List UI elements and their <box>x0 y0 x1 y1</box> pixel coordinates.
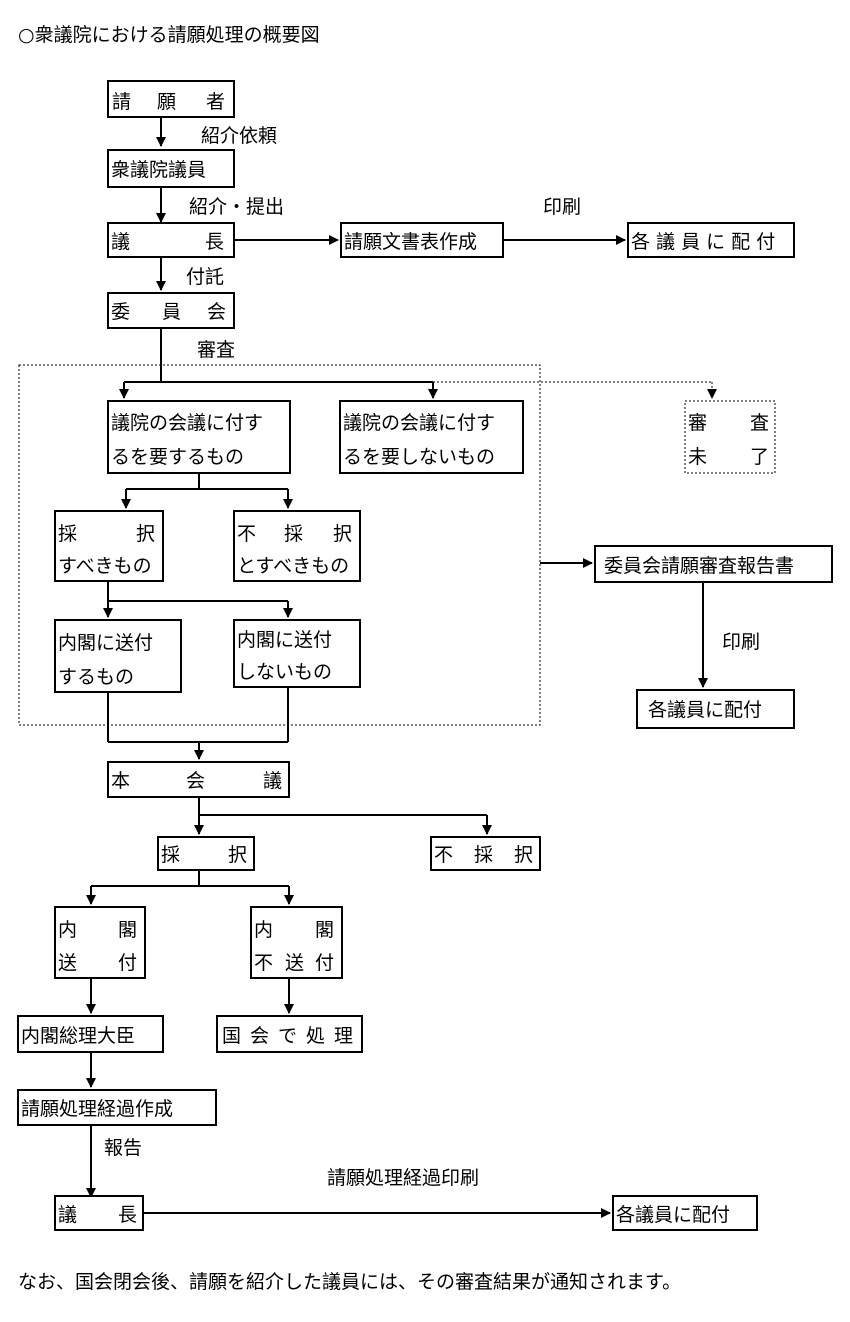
svg-text:長: 長 <box>118 1204 137 1226</box>
svg-text:議: 議 <box>111 231 130 253</box>
svg-text:するもの: するもの <box>58 666 134 688</box>
svg-text:すべきもの: すべきもの <box>58 555 152 577</box>
svg-text:委員会請願審査報告書: 委員会請願審査報告書 <box>604 555 794 577</box>
svg-text:不: 不 <box>254 952 273 974</box>
node-member: 衆議院議員 <box>107 149 235 188</box>
edge-label-report: 報告 <box>104 1137 142 1159</box>
edge-label-print-top: 印刷 <box>543 196 581 218</box>
svg-text:不: 不 <box>434 844 453 866</box>
svg-text:付: 付 <box>315 952 334 974</box>
svg-text:会: 会 <box>250 1025 269 1047</box>
node-cabinet-send: 内 閣 送 付 <box>54 906 146 979</box>
svg-text:審: 審 <box>688 412 707 434</box>
svg-text:内閣に送付: 内閣に送付 <box>237 629 332 651</box>
svg-text:しないもの: しないもの <box>237 661 332 683</box>
svg-text:るを要しないもの: るを要しないもの <box>343 446 495 468</box>
svg-text:請願処理経過作成: 請願処理経過作成 <box>21 1098 173 1120</box>
svg-text:とすべきもの: とすべきもの <box>237 555 349 577</box>
edge-label-refer: 付託 <box>186 266 224 288</box>
svg-text:議院の会議に付す: 議院の会議に付す <box>343 412 495 434</box>
svg-text:理: 理 <box>334 1025 353 1047</box>
svg-text:で: で <box>278 1025 297 1047</box>
svg-text:長: 長 <box>205 231 224 253</box>
node-not-requires-plenary: 議院の会議に付す るを要しないもの <box>339 400 524 474</box>
node-committee: 委 員 会 <box>107 292 235 329</box>
svg-text:議: 議 <box>58 1204 77 1226</box>
edge-label-print-report: 印刷 <box>722 631 760 653</box>
svg-text:内閣に送付: 内閣に送付 <box>58 632 153 654</box>
svg-text:会: 会 <box>207 301 226 323</box>
svg-text:閣: 閣 <box>315 919 334 941</box>
svg-text:衆議院議員: 衆議院議員 <box>111 159 206 181</box>
svg-text:各 議 員 に 配 付: 各 議 員 に 配 付 <box>631 231 775 253</box>
node-distribute-top: 各 議 員 に 配 付 <box>627 222 795 258</box>
node-rejected: 不 採 択 <box>430 836 541 871</box>
svg-text:議院の会議に付す: 議院の会議に付す <box>111 412 263 434</box>
node-progress-prepare: 請願処理経過作成 <box>17 1089 217 1126</box>
node-adopted: 採 択 <box>157 836 255 871</box>
svg-text:請願文書表作成: 請願文書表作成 <box>344 231 477 253</box>
svg-text:員: 員 <box>162 301 181 323</box>
node-adopt-should: 採 択 すべきもの <box>54 510 164 582</box>
svg-text:送: 送 <box>285 952 304 974</box>
svg-text:閣: 閣 <box>118 919 137 941</box>
svg-text:内閣総理大臣: 内閣総理大臣 <box>21 1025 135 1047</box>
svg-text:付: 付 <box>118 952 137 974</box>
svg-text:本: 本 <box>111 770 130 792</box>
node-committee-report: 委員会請願審査報告書 <box>594 545 833 583</box>
node-document-table: 請願文書表作成 <box>340 222 504 258</box>
svg-text:請: 請 <box>112 91 131 113</box>
svg-text:送: 送 <box>58 952 77 974</box>
node-plenary: 本 会 議 <box>107 761 290 798</box>
svg-text:各議員に配付: 各議員に配付 <box>648 699 762 721</box>
svg-text:採: 採 <box>474 844 493 866</box>
svg-text:了: 了 <box>750 446 769 468</box>
svg-text:択: 択 <box>514 844 533 866</box>
svg-text:議: 議 <box>263 770 282 792</box>
node-send-cabinet: 内閣に送付 するもの <box>54 619 182 693</box>
svg-text:択: 択 <box>228 844 247 866</box>
svg-text:不: 不 <box>237 523 256 545</box>
svg-text:採: 採 <box>284 523 303 545</box>
edge-label-review: 審査 <box>197 339 235 361</box>
node-reject-should: 不 採 択 とすべきもの <box>233 510 361 582</box>
node-requires-plenary: 議院の会議に付す るを要するもの <box>107 400 291 474</box>
connectors <box>86 117 717 1218</box>
svg-text:択: 択 <box>136 523 155 545</box>
svg-text:処: 処 <box>306 1025 325 1047</box>
edge-label-request-intro: 紹介依頼 <box>201 125 277 147</box>
footer-note: なお、国会閉会後、請願を紹介した議員には、その審査結果が通知されます。 <box>18 1271 681 1293</box>
node-prime-minister: 内閣総理大臣 <box>17 1015 164 1053</box>
edge-label-progress-print: 請願処理経過印刷 <box>327 1167 479 1189</box>
node-not-send-cabinet: 内閣に送付 しないもの <box>233 619 361 688</box>
edge-label-intro-submit: 紹介・提出 <box>189 196 284 218</box>
node-cabinet-not-send: 内 閣 不 送 付 <box>250 906 343 979</box>
node-speaker-bottom: 議 長 <box>54 1195 144 1231</box>
svg-text:内: 内 <box>58 919 77 941</box>
svg-text:委: 委 <box>111 301 130 323</box>
node-pending: 審 査 未 了 <box>684 400 776 474</box>
svg-text:願: 願 <box>157 91 176 113</box>
svg-text:内: 内 <box>254 919 273 941</box>
diagram-title: ○衆議院における請願処理の概要図 <box>18 24 320 46</box>
svg-text:者: 者 <box>206 91 225 113</box>
node-speaker: 議 長 <box>107 222 235 258</box>
svg-text:採: 採 <box>161 844 180 866</box>
svg-text:各議員に配付: 各議員に配付 <box>616 1204 730 1226</box>
node-handled-diet: 国 会 で 処 理 <box>216 1015 363 1053</box>
svg-text:択: 択 <box>333 523 352 545</box>
svg-text:未: 未 <box>688 446 707 468</box>
node-distribute-bottom: 各議員に配付 <box>612 1195 758 1231</box>
svg-text:採: 採 <box>58 523 77 545</box>
svg-text:会: 会 <box>186 770 205 792</box>
node-distribute-report: 各議員に配付 <box>636 689 795 729</box>
svg-text:るを要するもの: るを要するもの <box>111 446 244 468</box>
node-petitioner: 請 願 者 <box>107 80 235 118</box>
svg-text:国: 国 <box>222 1025 241 1047</box>
svg-text:査: 査 <box>750 412 769 434</box>
